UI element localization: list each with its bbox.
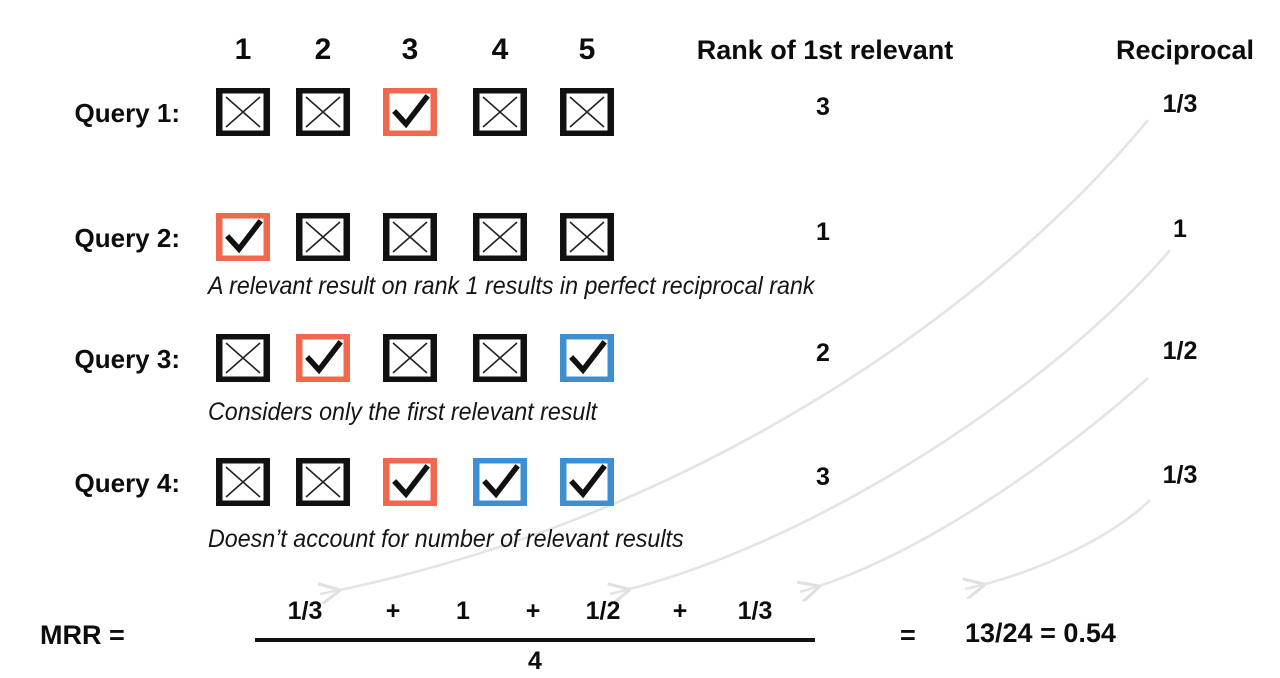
result-cell-q1-r3-relevant[interactable] [383, 88, 437, 136]
column-header-2: 2 [314, 33, 332, 66]
result-cell-q3-r4[interactable] [473, 334, 527, 382]
reciprocal-value-query-1: 1/3 [1162, 90, 1198, 118]
fraction-bar [255, 638, 815, 642]
column-header-3: 3 [401, 33, 419, 66]
column-header-5: 5 [578, 33, 596, 66]
result-cell-q4-r2[interactable] [296, 458, 350, 506]
result-cell-q1-r4[interactable] [473, 88, 527, 136]
result-cell-q1-r1[interactable] [216, 88, 270, 136]
column-header-1: 1 [234, 33, 252, 66]
denominator-value: 4 [528, 647, 542, 675]
caption-query-2: A relevant result on rank 1 results in p… [208, 272, 815, 300]
result-cell-q2-r4[interactable] [473, 213, 527, 261]
caption-query-4: Doesn’t account for number of relevant r… [208, 525, 684, 553]
reciprocal-value-query-4: 1/3 [1162, 461, 1198, 489]
result-cell-q3-r3[interactable] [383, 334, 437, 382]
column-header-4: 4 [491, 33, 509, 66]
result-cell-q3-r5-relevant[interactable] [560, 334, 614, 382]
result-cell-q2-r1-relevant[interactable] [216, 213, 270, 261]
reciprocal-column-header: Reciprocal [1115, 35, 1255, 65]
numerator-term-2: 1 [456, 597, 470, 625]
rank-value-query-3: 2 [816, 339, 830, 367]
numerator-term-3: 1/2 [585, 597, 621, 625]
numerator-plus-2: + [525, 597, 541, 625]
result-cell-q2-r3[interactable] [383, 213, 437, 261]
rank-value-query-4: 3 [816, 463, 830, 491]
numerator-term-1: 1/3 [287, 597, 323, 625]
result-cell-q3-r1[interactable] [216, 334, 270, 382]
result-cell-q4-r1[interactable] [216, 458, 270, 506]
numerator-term-4: 1/3 [737, 597, 773, 625]
rank-value-query-1: 3 [816, 93, 830, 121]
reciprocal-value-query-2: 1 [1173, 215, 1187, 243]
row-label-query-3: Query 3: [74, 344, 181, 374]
reciprocal-value-query-3: 1/2 [1162, 337, 1198, 365]
rank-column-header: Rank of 1st relevant [696, 35, 954, 65]
row-label-query-2: Query 2: [74, 223, 181, 253]
row-label-query-1: Query 1: [74, 98, 181, 128]
row-label-query-4: Query 4: [74, 468, 181, 498]
mrr-result-value: 13/24 = 0.54 [965, 618, 1116, 648]
rank-value-query-2: 1 [816, 218, 830, 246]
result-cell-q4-r5-relevant[interactable] [560, 458, 614, 506]
result-cell-q4-r4-relevant[interactable] [473, 458, 527, 506]
result-cell-q3-r2-relevant[interactable] [296, 334, 350, 382]
equals-sign: = [900, 620, 916, 650]
result-cell-q4-r3-relevant[interactable] [383, 458, 437, 506]
result-cell-q1-r2[interactable] [296, 88, 350, 136]
result-cell-q2-r2[interactable] [296, 213, 350, 261]
result-cell-q1-r5[interactable] [560, 88, 614, 136]
numerator-plus-3: + [672, 597, 688, 625]
result-cell-q2-r5[interactable] [560, 213, 614, 261]
mrr-label: MRR = [40, 620, 125, 650]
numerator-plus-1: + [385, 597, 401, 625]
caption-query-3: Considers only the first relevant result [208, 398, 597, 426]
